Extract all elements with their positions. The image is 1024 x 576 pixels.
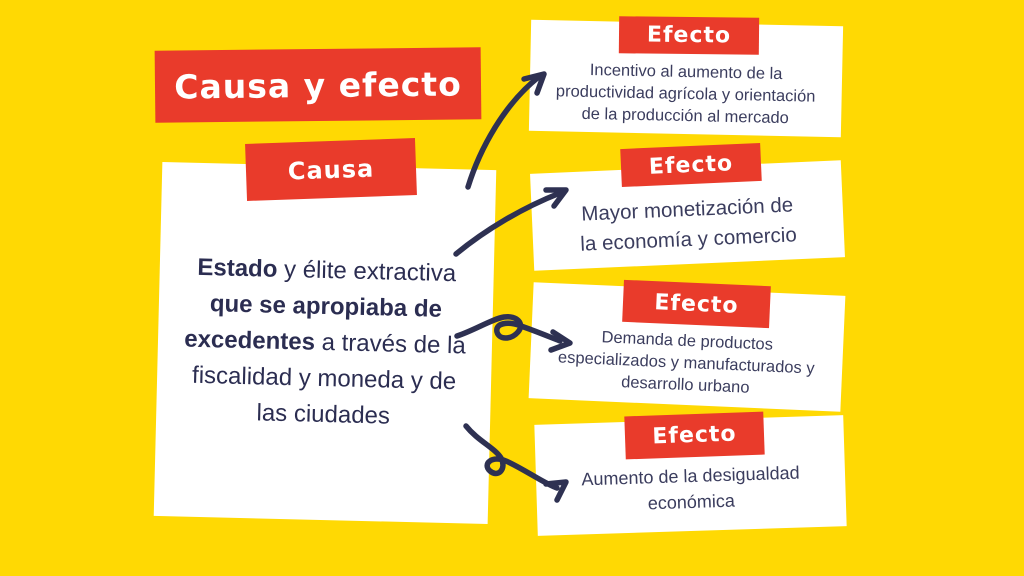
effect-text-4: Aumento de la desigualdad económica [581,462,800,513]
cause-card: Estado y élite extractiva que se apropia… [153,161,497,525]
title-banner: Causa y efecto [154,47,482,123]
cause-text: Estado y élite extractiva que se apropia… [157,249,493,437]
effect-text-3: Demanda de productos especializados y ma… [557,328,815,397]
effect-label-2: Efecto [620,142,762,188]
effect-label-2-text: Efecto [648,150,734,180]
effect-label-3-text: Efecto [653,289,740,319]
effect-label-1: Efecto [618,16,760,55]
effect-label-4: Efecto [624,411,765,460]
cause-segment: Estado [197,253,278,283]
effect-label-1-text: Efecto [646,22,732,49]
cause-label: Causa [245,138,417,201]
cause-segment: y élite extractiva [277,255,457,288]
page-title: Causa y efecto [174,63,462,107]
effect-text-2: Mayor monetización de la economía y come… [579,192,798,256]
effect-label-4-text: Efecto [651,421,738,450]
effect-text-1: Incentivo al aumento de la productividad… [555,60,816,127]
effect-label-3: Efecto [622,279,771,329]
cause-label-text: Causa [287,154,375,185]
